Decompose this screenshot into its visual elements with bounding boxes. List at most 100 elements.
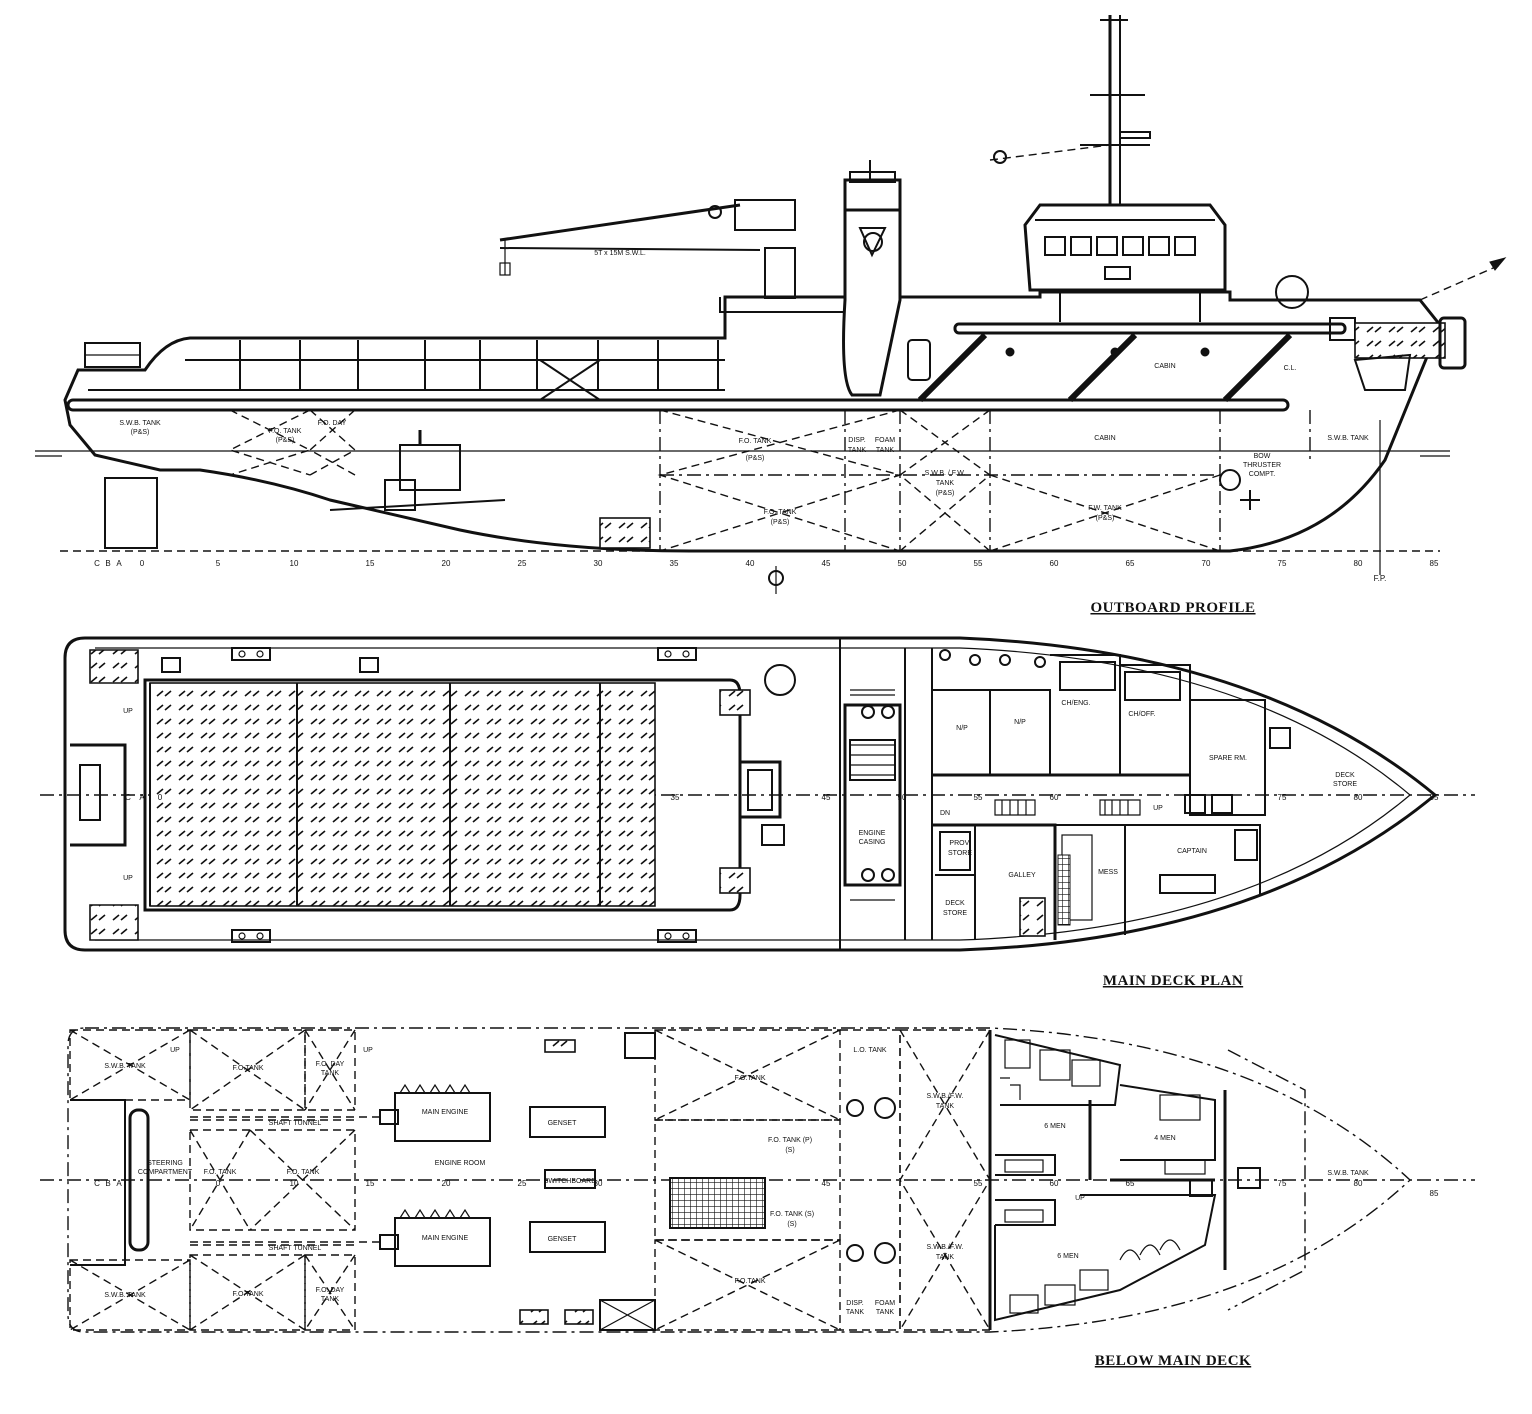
svg-text:45: 45 [822,559,831,568]
svg-text:F.O.TANK: F.O.TANK [735,1278,766,1285]
svg-text:CH/OFF.: CH/OFF. [1128,711,1155,718]
svg-text:55: 55 [974,559,983,568]
profile-engine [104,430,651,549]
svg-text:MAIN ENGINE: MAIN ENGINE [422,1109,469,1116]
svg-text:COMPARTMENT: COMPARTMENT [138,1169,193,1176]
rudder-stock [128,1108,150,1252]
svg-text:S.W.B./F.W.: S.W.B./F.W. [927,1244,964,1251]
svg-text:UP: UP [123,708,133,715]
svg-text:15: 15 [366,559,375,568]
svg-text:SHAFT TUNNEL: SHAFT TUNNEL [269,1245,322,1252]
svg-text:UP: UP [170,1047,180,1054]
svg-text:20: 20 [442,1179,451,1188]
svg-text:CABIN: CABIN [1094,435,1115,442]
svg-text:GALLEY: GALLEY [1008,872,1036,879]
svg-text:60: 60 [1050,1179,1059,1188]
svg-text:10: 10 [290,1179,299,1188]
hull-stripes [907,332,1293,403]
svg-text:4 MEN: 4 MEN [1154,1135,1175,1142]
svg-text:A: A [139,793,145,802]
svg-text:0: 0 [140,559,145,568]
svg-text:F.O. TANK (S): F.O. TANK (S) [770,1211,814,1218]
deck-crane: 5T x 15M S.W.L. [499,199,845,313]
funnel [842,160,902,397]
svg-text:(S): (S) [785,1147,794,1154]
tank-bulkheads [228,409,1311,552]
svg-text:TANK: TANK [321,1296,339,1303]
svg-text:55: 55 [974,793,983,802]
svg-text:TANK: TANK [936,480,954,487]
svg-text:40: 40 [746,559,755,568]
svg-text:STORE: STORE [948,850,972,857]
svg-text:DN: DN [940,810,950,817]
svg-text:(P&S): (P&S) [131,429,150,436]
svg-text:BOW: BOW [1254,453,1271,460]
svg-text:TANK: TANK [848,447,866,454]
svg-text:(P&S): (P&S) [276,437,295,444]
svg-text:TANK: TANK [846,1309,864,1316]
svg-text:80: 80 [1354,793,1363,802]
svg-text:F.O. DAY: F.O. DAY [316,1061,345,1068]
svg-text:MAIN ENGINE: MAIN ENGINE [422,1235,469,1242]
svg-text:35: 35 [670,559,679,568]
svg-text:F.O. TANK (P): F.O. TANK (P) [768,1137,812,1144]
below-deck-frame-scale: C B A 0 10 15 20 25 30 45 55 60 65 75 80… [94,1179,1439,1198]
svg-text:CH/ENG.: CH/ENG. [1061,700,1090,707]
svg-text:F.O. TANK: F.O. TANK [739,438,772,445]
bitts [161,647,697,943]
svg-text:35: 35 [671,793,680,802]
svg-text:6 MEN: 6 MEN [1057,1253,1078,1260]
svg-text:S.W.B. TANK: S.W.B. TANK [1327,435,1369,442]
main-engines [190,1039,606,1325]
svg-text:30: 30 [594,559,603,568]
svg-text:(P&S): (P&S) [771,519,790,526]
svg-text:GENSET: GENSET [548,1236,578,1243]
svg-text:65: 65 [1126,1179,1135,1188]
bulwark-stanchions [239,340,719,401]
svg-text:85: 85 [1430,793,1439,802]
svg-text:C: C [94,1179,100,1188]
wheelhouse-windows [1044,236,1196,256]
fore-rub-rail [953,322,1347,335]
svg-text:(S): (S) [787,1221,796,1228]
svg-text:60: 60 [1050,793,1059,802]
main-deck-frame-scale: C A 0 35 45 50 55 60 75 80 85 [125,793,1439,802]
svg-text:A: A [116,559,122,568]
svg-text:F.W. TANK: F.W. TANK [1088,505,1122,512]
svg-text:25: 25 [518,1179,527,1188]
svg-text:TANK: TANK [876,447,894,454]
below-deck-outline [67,1027,1412,1333]
svg-text:85: 85 [1430,559,1439,568]
svg-text:B: B [105,1179,110,1188]
svg-text:STEERING: STEERING [147,1160,183,1167]
svg-text:15: 15 [366,1179,375,1188]
accommodation [839,638,1291,950]
main-deck-labels: N/P N/P CH/ENG. CH/OFF. SPARE RM. DECK S… [123,700,1357,917]
svg-text:ENGINE: ENGINE [859,830,886,837]
svg-text:UP: UP [1075,1195,1085,1202]
svg-text:TANK: TANK [936,1254,954,1261]
svg-text:F.O. TANK: F.O. TANK [269,428,302,435]
svg-text:F.O.TANK: F.O.TANK [735,1075,766,1082]
svg-text:SWITCHBOARD: SWITCHBOARD [544,1178,597,1185]
svg-text:5: 5 [216,559,221,568]
svg-text:STORE: STORE [943,910,967,917]
svg-text:(P&S): (P&S) [746,455,765,462]
wheelhouse [990,203,1227,322]
svg-text:PROV.: PROV. [949,840,970,847]
svg-text:60: 60 [1050,559,1059,568]
svg-text:0: 0 [216,1179,221,1188]
svg-text:55: 55 [974,1179,983,1188]
svg-text:L.O. TANK: L.O. TANK [853,1047,887,1054]
svg-text:N/P: N/P [956,725,968,732]
svg-text:F.O.TANK: F.O.TANK [233,1065,264,1072]
svg-text:DECK: DECK [1335,772,1355,779]
svg-text:70: 70 [1202,559,1211,568]
svg-text:SHAFT TUNNEL: SHAFT TUNNEL [269,1120,322,1127]
svg-text:DISP.: DISP. [846,1300,863,1307]
svg-text:COMPT.: COMPT. [1249,471,1276,478]
svg-text:SPARE RM.: SPARE RM. [1209,755,1247,762]
below-main-deck: S.W.B. TANK F.O.TANK F.O. DAY TANK STEER… [40,1027,1475,1369]
